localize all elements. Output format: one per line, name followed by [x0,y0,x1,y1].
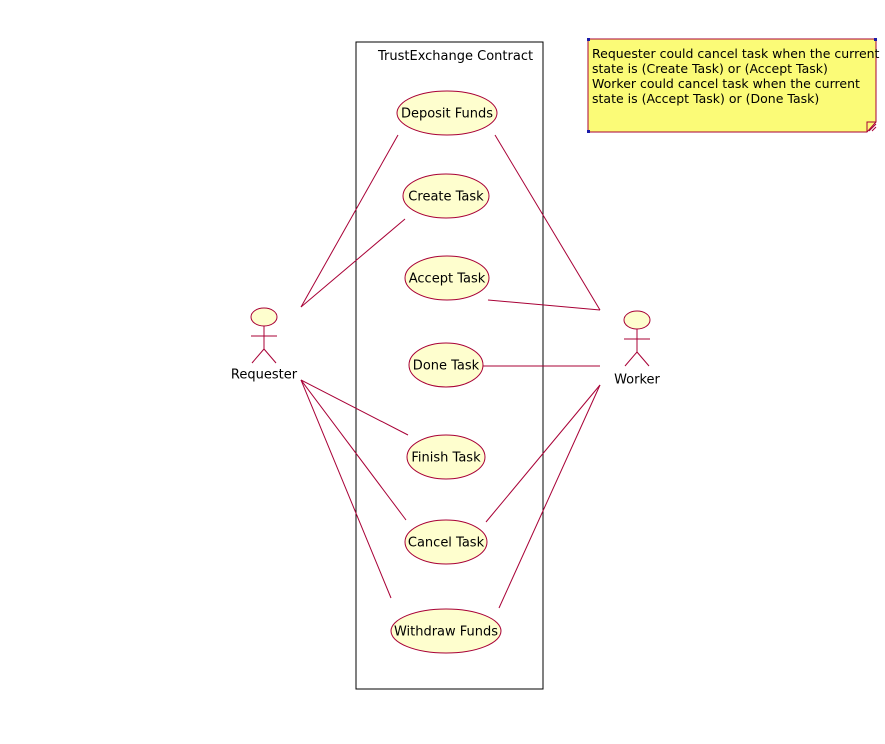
note-line: Requester could cancel task when the cur… [592,46,880,61]
use-case-finish-task[interactable] [406,434,486,480]
use-case-withdraw-funds[interactable] [390,608,502,654]
use-case-deposit-funds[interactable] [396,90,498,136]
actor-requester-head [250,307,278,327]
note-fold-hatch-2 [871,126,877,132]
use-case-accept-task[interactable] [404,255,490,301]
note-line: state is (Accept Task) or (Done Task) [592,91,820,106]
use-case-label-withdraw-funds: Withdraw Funds [393,624,499,640]
use-case-cancel-task[interactable] [404,519,488,565]
use-case-label-done-task: Done Task [412,358,480,374]
association-worker-deposit-funds [494,134,601,311]
note-line: Worker could cancel task when the curren… [592,76,860,91]
actor-requester-leg-left [251,348,265,364]
association-requester-create-task [300,218,406,308]
actor-worker-leg-left [624,351,638,367]
association-requester-deposit-funds [300,134,399,308]
note-corner-marker-tl [587,38,590,41]
actor-requester-leg-right [263,348,277,364]
association-lines [300,134,601,609]
association-worker-cancel-task [485,384,601,523]
actor-worker-label: Worker [614,372,660,388]
system-title: TrustExchange Contract [378,49,534,64]
actor-worker-head [623,310,651,330]
use-case-label-cancel-task: Cancel Task [407,535,485,551]
use-case-label-deposit-funds: Deposit Funds [400,106,494,122]
note-line: state is (Create Task) or (Accept Task) [592,61,828,76]
note-fold-hatch-1 [868,123,877,132]
use-case-label-create-task: Create Task [408,189,484,205]
note [587,38,877,133]
use-case-done-task[interactable] [408,342,484,388]
association-requester-withdraw-funds [300,379,392,599]
use-case-label-accept-task: Accept Task [408,271,486,287]
note-box [587,38,877,133]
actor-requester-figure[interactable] [250,307,278,364]
actor-worker-figure[interactable] [623,310,651,367]
use-case-create-task[interactable] [402,173,490,219]
note-corner-marker-bl [587,130,590,133]
actor-worker-leg-right [636,351,650,367]
use-case-label-finish-task: Finish Task [411,450,481,466]
association-worker-withdraw-funds [498,384,601,609]
association-requester-cancel-task [300,379,407,521]
association-requester-finish-task [300,379,409,436]
note-fold [866,121,876,132]
association-worker-accept-task [487,299,601,311]
actor-requester-label: Requester [230,367,298,383]
note-corner-marker-tr [874,38,877,41]
note-text: Requester could cancel task when the cur… [592,46,880,106]
